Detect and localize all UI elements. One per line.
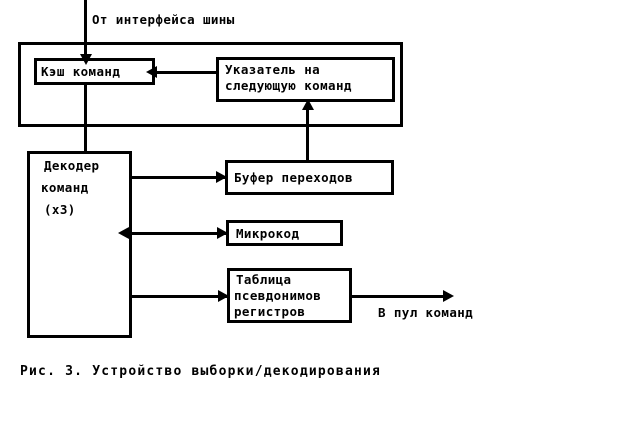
next-instruction-pointer-label-line1: Указатель на — [225, 62, 321, 77]
fetch-unit-container-box — [18, 42, 403, 127]
instruction-decoder-label-line1: Декодер — [44, 158, 100, 173]
instruction-pool-output-label: В пул команд — [378, 305, 474, 320]
cache-to-decoder-line — [84, 85, 87, 151]
register-alias-table-box — [227, 268, 352, 323]
microcode-label: Микрокод — [236, 226, 300, 241]
decoder-to-branch-buffer-arrowhead — [216, 171, 227, 183]
branch-buffer-label: Буфер переходов — [234, 170, 353, 185]
instruction-decoder-box — [27, 151, 132, 338]
instruction-cache-label: Кэш команд — [41, 64, 121, 79]
register-alias-table-label-line3: регистров — [234, 304, 306, 319]
decoder-to-branch-buffer-line — [132, 176, 225, 179]
alias-table-to-pool-arrowhead — [443, 290, 454, 302]
branch-buffer-to-pointer-arrowhead — [302, 99, 314, 110]
microcode-to-decoder-arrowhead — [118, 227, 129, 239]
next-instruction-pointer-label-line2: следующую команд — [225, 78, 352, 93]
decoder-to-microcode-arrowhead — [217, 227, 228, 239]
register-alias-table-label-line2: псевдонимов — [234, 288, 322, 303]
figure-caption: Рис. 3. Устройство выборки/декодирования — [20, 364, 382, 379]
alias-table-to-pool-line — [352, 295, 445, 298]
bus-input-line — [84, 0, 87, 58]
bus-input-label: От интерфейса шины — [92, 12, 235, 27]
pointer-to-cache-arrowhead — [146, 66, 157, 78]
branch-buffer-to-pointer-line — [306, 108, 309, 160]
decoder-to-alias-table-line — [132, 295, 227, 298]
instruction-decoder-label-line2: команд — [41, 180, 89, 195]
decoder-microcode-line — [126, 232, 226, 235]
pointer-to-cache-line — [155, 71, 216, 74]
decoder-to-alias-table-arrowhead — [218, 290, 229, 302]
microcode-box — [226, 220, 343, 246]
register-alias-table-label-line1: Таблица — [236, 272, 292, 287]
instruction-decoder-label-line3: (х3) — [44, 202, 76, 217]
branch-buffer-box — [225, 160, 394, 195]
